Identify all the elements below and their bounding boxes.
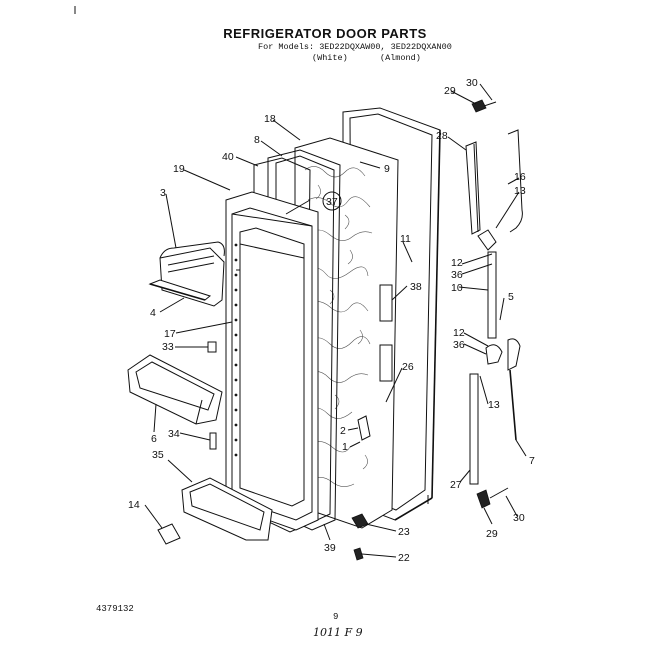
- callout-29-top: 29: [444, 85, 456, 97]
- callout-19: 19: [173, 163, 185, 175]
- callout-23: 23: [398, 526, 410, 538]
- callout-29-bottom: 29: [486, 528, 498, 540]
- color-white-label: (White): [312, 53, 348, 63]
- leader-lines: [144, 83, 527, 558]
- callout-26: 26: [402, 361, 414, 373]
- callout-5: 5: [508, 291, 514, 303]
- callout-30-top: 30: [466, 77, 478, 89]
- handle-strip-28: [465, 141, 481, 235]
- callout-8: 8: [254, 134, 260, 146]
- callout-12-upper: 12: [451, 257, 463, 269]
- callout-7: 7: [529, 455, 535, 467]
- callout-27: 27: [450, 479, 462, 491]
- callout-35: 35: [152, 449, 164, 461]
- shelf-clip-34: [209, 432, 217, 450]
- callout-9: 9: [384, 163, 390, 175]
- callout-4: 4: [150, 307, 156, 319]
- callout-labels: 29 30 18 28 8 9 40 16 13 19 37 3 11 12 3…: [128, 77, 535, 564]
- callout-3: 3: [160, 187, 166, 199]
- callout-22: 22: [398, 552, 410, 564]
- models-line: For Models: 3ED22DQXAW00, 3ED22DQXAN00: [258, 42, 452, 52]
- callout-6: 6: [151, 433, 157, 445]
- callout-30-bottom: 30: [513, 512, 525, 524]
- callout-38: 38: [410, 281, 422, 293]
- callout-13-upper: 13: [514, 185, 526, 197]
- shelf-clip-33: [207, 341, 217, 353]
- callout-12-lower: 12: [453, 327, 465, 339]
- hinge-bracket-upper: [477, 229, 497, 339]
- page-number: 9: [333, 612, 339, 622]
- callout-33: 33: [162, 341, 174, 353]
- callout-28: 28: [436, 130, 448, 142]
- page-title: REFRIGERATOR DOOR PARTS: [223, 26, 427, 41]
- hinge-bracket-lower: [469, 338, 521, 485]
- callout-16: 16: [514, 171, 526, 183]
- callout-2: 2: [340, 425, 346, 437]
- callout-36-upper: 36: [451, 269, 463, 281]
- dairy-hinge-bar: [148, 279, 212, 301]
- callout-1: 1: [342, 441, 348, 453]
- screw-22: [353, 547, 364, 561]
- callout-13-lower: 13: [488, 399, 500, 411]
- callout-39: 39: [324, 542, 336, 554]
- callout-36-lower: 36: [453, 339, 465, 351]
- hinge-screws-29-30: [471, 99, 509, 509]
- door-inner-liner: [225, 191, 319, 531]
- part-number: 4379132: [96, 604, 134, 614]
- handwritten-note: 1011 F 9: [313, 626, 363, 639]
- callout-18: 18: [264, 113, 276, 125]
- callout-34: 34: [168, 428, 180, 440]
- upper-door-bin: [127, 354, 223, 425]
- callout-11: 11: [400, 233, 411, 245]
- handle-16: [507, 129, 523, 233]
- callout-40: 40: [222, 151, 234, 163]
- callout-10: 10: [451, 282, 463, 294]
- callout-14: 14: [128, 499, 140, 511]
- color-almond-label: (Almond): [380, 53, 421, 63]
- callout-37-circle: [322, 191, 342, 211]
- callout-37: 37: [326, 196, 338, 208]
- hinge-pin-2: [357, 415, 371, 441]
- lower-door-bin: [181, 477, 273, 541]
- callout-17: 17: [164, 328, 176, 340]
- stud-14: [157, 523, 181, 545]
